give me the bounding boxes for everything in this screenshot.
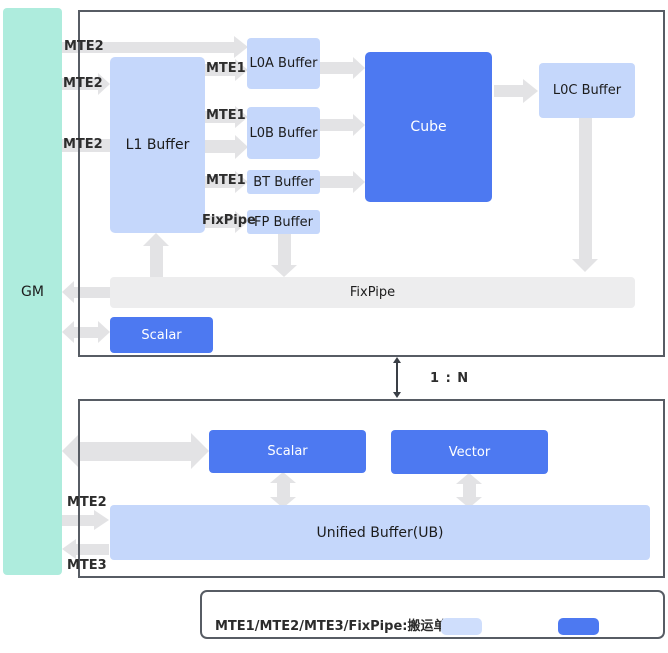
edge-label-mte1-bt: MTE1 (206, 173, 246, 188)
legend-compute-swatch (558, 618, 599, 635)
arrow-l1-to-fp-head (235, 211, 248, 233)
scalar-top-label: Scalar (141, 327, 182, 343)
arrow-passthrough-to-l0b (205, 140, 235, 153)
fixpipe-bar: FixPipe (110, 277, 635, 308)
ratio-arrow-downhead (393, 392, 401, 398)
edge-label-mte2-l0b: MTE2 (63, 137, 103, 152)
arrow-fp-to-fixpipe-head (271, 265, 297, 277)
edge-label-mte2-ub: MTE2 (67, 495, 107, 510)
l0a-buffer-block: L0A Buffer (247, 38, 320, 89)
arrow-fixpipe-to-l1 (150, 246, 163, 277)
gm-block: GM (3, 8, 62, 575)
arrow-l0c-to-fixpipe (579, 118, 592, 259)
arrow-l0a-to-cube-head (353, 57, 365, 79)
gm-label: GM (21, 283, 44, 300)
edge-label-mte2-top: MTE2 (64, 39, 104, 54)
arrow-passthrough-to-l0b-head (235, 135, 248, 159)
arrow-l1-to-l0b-head (235, 106, 248, 128)
arrow-gm-scalar-bottom-lhead (62, 433, 80, 469)
bt-buffer-label: BT Buffer (253, 174, 314, 190)
arrow-gm-scalar-top-lhead (62, 321, 74, 343)
scalar-bottom-block: Scalar (209, 430, 366, 473)
arrow-scalar-ub-downhead (270, 497, 296, 508)
arrow-l0b-to-cube (320, 119, 353, 131)
arrow-vector-ub-uphead (456, 473, 482, 484)
arrow-ub-to-gm (76, 544, 109, 555)
edge-label-mte1-l0a: MTE1 (206, 61, 246, 76)
arrow-fixpipe-to-l1-head (143, 233, 169, 246)
arrow-l0b-to-cube-head (353, 114, 365, 136)
cube-label: Cube (410, 119, 447, 135)
arrow-l1-to-bt-head (235, 171, 248, 193)
arrow-l1-to-fp (205, 216, 235, 228)
unified-buffer-block: Unified Buffer(UB) (110, 505, 650, 560)
arrow-gm-to-l0a (62, 42, 234, 53)
scalar-top-block: Scalar (110, 317, 213, 353)
ratio-arrow-uphead (393, 357, 401, 363)
legend-caption: MTE1/MTE2/MTE3/FixPipe:搬运单元 (215, 619, 460, 634)
l0c-buffer-block: L0C Buffer (539, 63, 635, 118)
arrow-vector-ub (463, 483, 476, 498)
edge-label-mte2-l1: MTE2 (63, 76, 103, 91)
arrow-gm-to-l1-head (98, 73, 110, 95)
arrow-l0a-to-cube (320, 62, 353, 74)
fixpipe-bar-label: FixPipe (349, 285, 396, 300)
arrow-l1-to-l0a (205, 64, 235, 76)
arrow-scalar-ub (277, 482, 290, 498)
arrow-scalar-ub-uphead (270, 472, 296, 483)
vector-label: Vector (448, 444, 491, 460)
edge-label-mte3-ub: MTE3 (67, 558, 107, 573)
arrow-l0c-to-fixpipe-head (572, 259, 598, 272)
arrow-cube-to-l0c-head (523, 79, 538, 103)
arrow-gm-to-ub-head (94, 510, 109, 530)
arrow-gm-scalar-bottom (80, 442, 191, 461)
unified-buffer-label: Unified Buffer(UB) (316, 524, 444, 541)
arrow-gm-scalar-bottom-rhead (191, 433, 209, 469)
l0b-buffer-label: L0B Buffer (249, 125, 318, 141)
arrow-cube-to-l0c (494, 85, 523, 97)
l1-buffer-label: L1 Buffer (125, 137, 190, 153)
arrow-l1-to-bt (205, 176, 235, 188)
arrow-l1-to-l0a-head (235, 59, 248, 81)
l0c-buffer-label: L0C Buffer (552, 83, 622, 98)
bt-buffer-block: BT Buffer (247, 170, 320, 194)
ratio-arrow-line (396, 360, 398, 396)
arrow-fixpipe-to-gm-head (62, 281, 74, 303)
legend-box: MTE1/MTE2/MTE3/FixPipe:搬运单元 (200, 590, 665, 639)
arrow-fixpipe-to-gm (74, 287, 110, 298)
scalar-bottom-label: Scalar (267, 444, 308, 459)
l1-buffer-block: L1 Buffer (110, 57, 205, 233)
cube-core-container (78, 10, 665, 357)
legend-storage-swatch (441, 618, 482, 635)
arrow-gm-passthrough-bar (62, 139, 110, 152)
fp-buffer-block: FP Buffer (247, 210, 320, 234)
cube-block: Cube (365, 52, 492, 202)
arrow-gm-to-l1 (62, 78, 98, 90)
arrow-gm-scalar-top-rhead (98, 321, 110, 343)
vector-core-container (78, 399, 665, 578)
arrow-bt-to-cube-head (353, 171, 365, 193)
arrow-ub-to-gm-head (62, 539, 76, 559)
arrow-l1-to-l0b (205, 111, 235, 123)
l0a-buffer-label: L0A Buffer (249, 56, 318, 71)
ratio-label: 1 : N (430, 371, 470, 386)
edge-label-fixpipe-fp: FixPipe (202, 213, 256, 228)
fp-buffer-label: FP Buffer (254, 214, 313, 230)
arrow-fp-to-fixpipe (278, 234, 291, 265)
arrow-gm-to-l0a-head (234, 36, 248, 58)
arrow-gm-scalar-top (74, 327, 98, 338)
arrow-bt-to-cube (320, 176, 353, 188)
arrow-vector-ub-downhead (456, 497, 482, 508)
vector-block: Vector (391, 430, 548, 474)
edge-label-mte1-l0b: MTE1 (206, 108, 246, 123)
l0b-buffer-block: L0B Buffer (247, 107, 320, 159)
